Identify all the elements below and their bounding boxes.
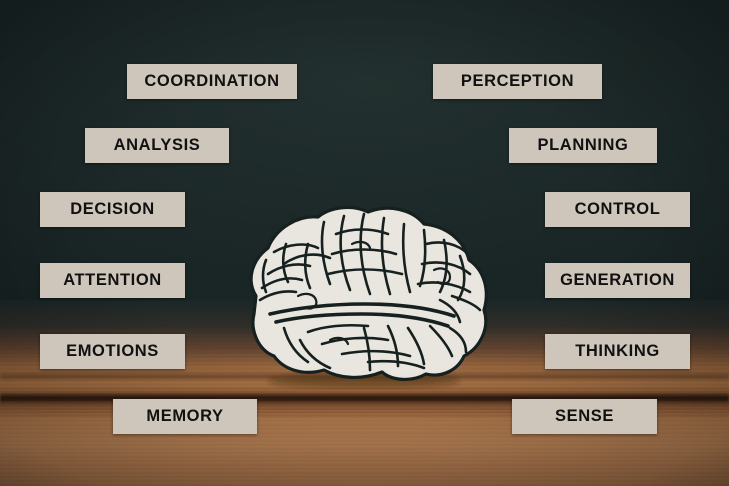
label-plate-analysis: ANALYSIS <box>85 128 229 163</box>
label-plate-coordination: COORDINATION <box>127 64 297 99</box>
label-plate-decision: DECISION <box>40 192 185 227</box>
brain-illustration <box>212 200 512 390</box>
label-plate-memory: MEMORY <box>113 399 257 434</box>
label-plate-thinking: THINKING <box>545 334 690 369</box>
label-plate-planning: PLANNING <box>509 128 657 163</box>
label-plate-perception: PERCEPTION <box>433 64 602 99</box>
label-plate-control: CONTROL <box>545 192 690 227</box>
label-plate-sense: SENSE <box>512 399 657 434</box>
label-plate-generation: GENERATION <box>545 263 690 298</box>
label-plate-emotions: EMOTIONS <box>40 334 185 369</box>
label-plate-attention: ATTENTION <box>40 263 185 298</box>
